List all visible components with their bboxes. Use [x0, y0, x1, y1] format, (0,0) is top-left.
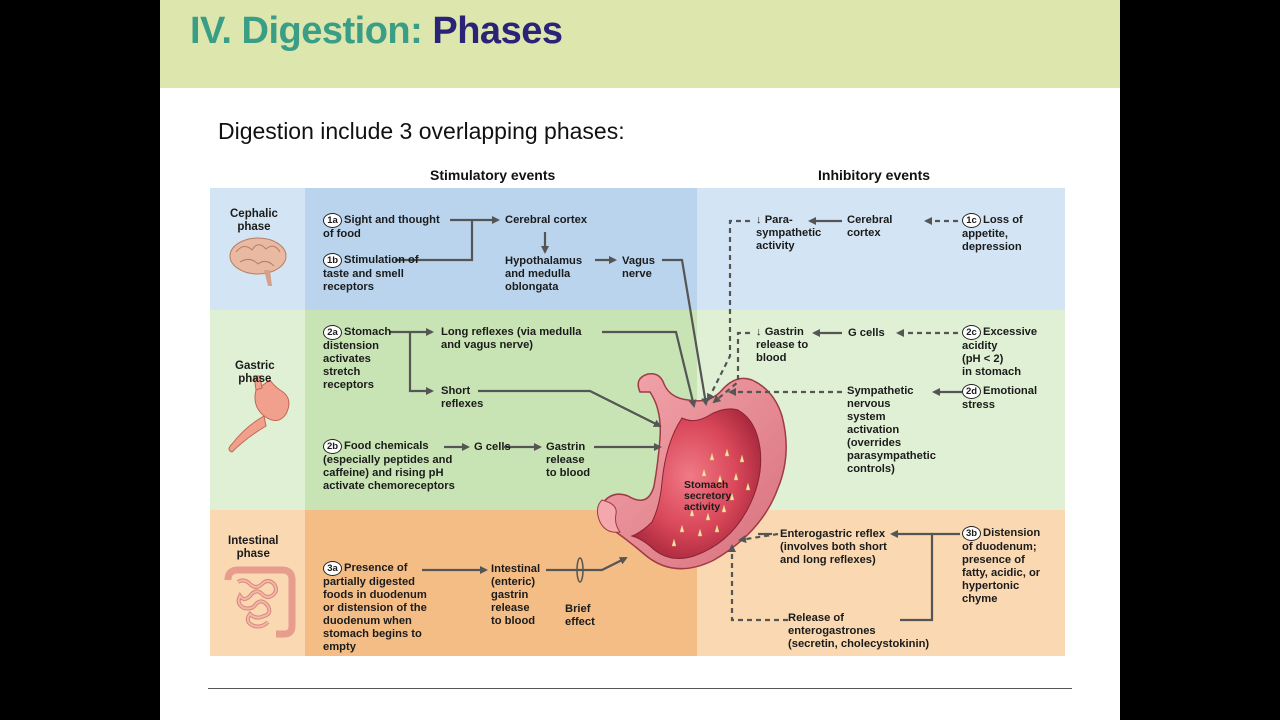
stimulatory-events-header: Stimulatory events: [430, 167, 556, 183]
g-cells-label: G cells: [474, 441, 511, 453]
sympathetic-label: Sympathetic nervous system activation (o…: [847, 385, 936, 475]
brain-icon: [229, 237, 287, 286]
slide-subtitle: Digestion include 3 overlapping phases:: [218, 118, 625, 144]
hypothalamus-label: Hypothalamus and medulla oblongata: [505, 255, 583, 293]
stomach-icon: [228, 375, 290, 453]
title-bar: IV. Digestion: Phases: [160, 0, 1120, 88]
step-2c-text: Excessive acidity (pH < 2) in stomach: [962, 326, 1038, 378]
cerebral-cortex-label: Cerebral cortex: [505, 214, 588, 226]
gastric-phase-label: Gastric phase: [235, 360, 275, 385]
short-reflexes-label: Short reflexes: [441, 385, 484, 410]
enterogastric-reflex-label: Enterogastric reflex (involves both shor…: [780, 528, 887, 566]
parasympathetic-label: ↓ Para- sympathetic activity: [756, 214, 822, 252]
step-2d-badge: 2d: [962, 384, 981, 399]
stomach-illustration: [596, 372, 787, 570]
step-1a-badge: 1a: [323, 213, 342, 228]
footer-divider: [208, 688, 1072, 689]
step-3b-text: Distension of duodenum; presence of fatt…: [962, 527, 1041, 605]
step-1b-badge: 1b: [323, 253, 342, 268]
cephalic-band: [210, 188, 1065, 310]
step-2d-text: Emotional stress: [962, 385, 1038, 411]
step-1c-badge: 1c: [962, 213, 981, 228]
step-3a-badge: 3a: [323, 561, 342, 576]
step-3a-text: Presence of partially digested foods in …: [323, 562, 427, 653]
step-3b-badge: 3b: [962, 526, 981, 541]
inhibitory-arrows: [707, 217, 958, 622]
step-1c-text: Loss of appetite, depression: [962, 214, 1023, 253]
digestion-phases-diagram: Stimulatory events Inhibitory events Cep…: [210, 160, 1070, 660]
intestine-icon: [224, 566, 296, 638]
intestinal-gastrin-label: Intestinal (enteric) gastrin release to …: [491, 563, 541, 627]
step-1a-text: Sight and thought of food: [323, 214, 440, 240]
step-2a-badge: 2a: [323, 325, 342, 340]
step-2c-badge: 2c: [962, 325, 981, 340]
slide-title: IV. Digestion: Phases: [190, 10, 563, 53]
brief-effect-label: Brief effect: [565, 603, 595, 628]
cephalic-phase-label: Cephalic phase: [230, 208, 278, 233]
step-1b-text: Stimulation of taste and smell receptors: [323, 254, 419, 293]
diagram-canvas: [210, 188, 1065, 656]
gastrin-inhibitory-label: ↓ Gastrin release to blood: [756, 326, 809, 364]
gastric-band: [210, 310, 1065, 510]
step-2a-text: Stomach distension activates stretch rec…: [323, 326, 392, 391]
step-2b-text: Food chemicals (especially peptides and …: [323, 440, 455, 492]
inhibitory-events-header: Inhibitory events: [818, 167, 931, 183]
slide-title-part1: IV. Digestion:: [190, 10, 423, 52]
stomach-secretory-label: Stomach secretory activity: [684, 479, 732, 513]
slide-title-part2: Phases: [432, 10, 563, 52]
vagus-nerve-label: Vagus nerve: [622, 255, 655, 280]
step-2b-badge: 2b: [323, 439, 342, 454]
intestinal-phase-label: Intestinal phase: [228, 535, 279, 560]
gastrin-release-label: Gastrin release to blood: [546, 441, 591, 479]
long-reflexes-label: Long reflexes (via medulla and vagus ner…: [441, 326, 582, 351]
enterogastrones-label: Release of enterogastrones (secretin, ch…: [788, 612, 930, 650]
stimulatory-arrows: [390, 216, 962, 622]
cerebral-cortex-inhibitory-label: Cerebral cortex: [847, 214, 893, 239]
g-cells-inhibitory-label: G cells: [848, 327, 885, 339]
